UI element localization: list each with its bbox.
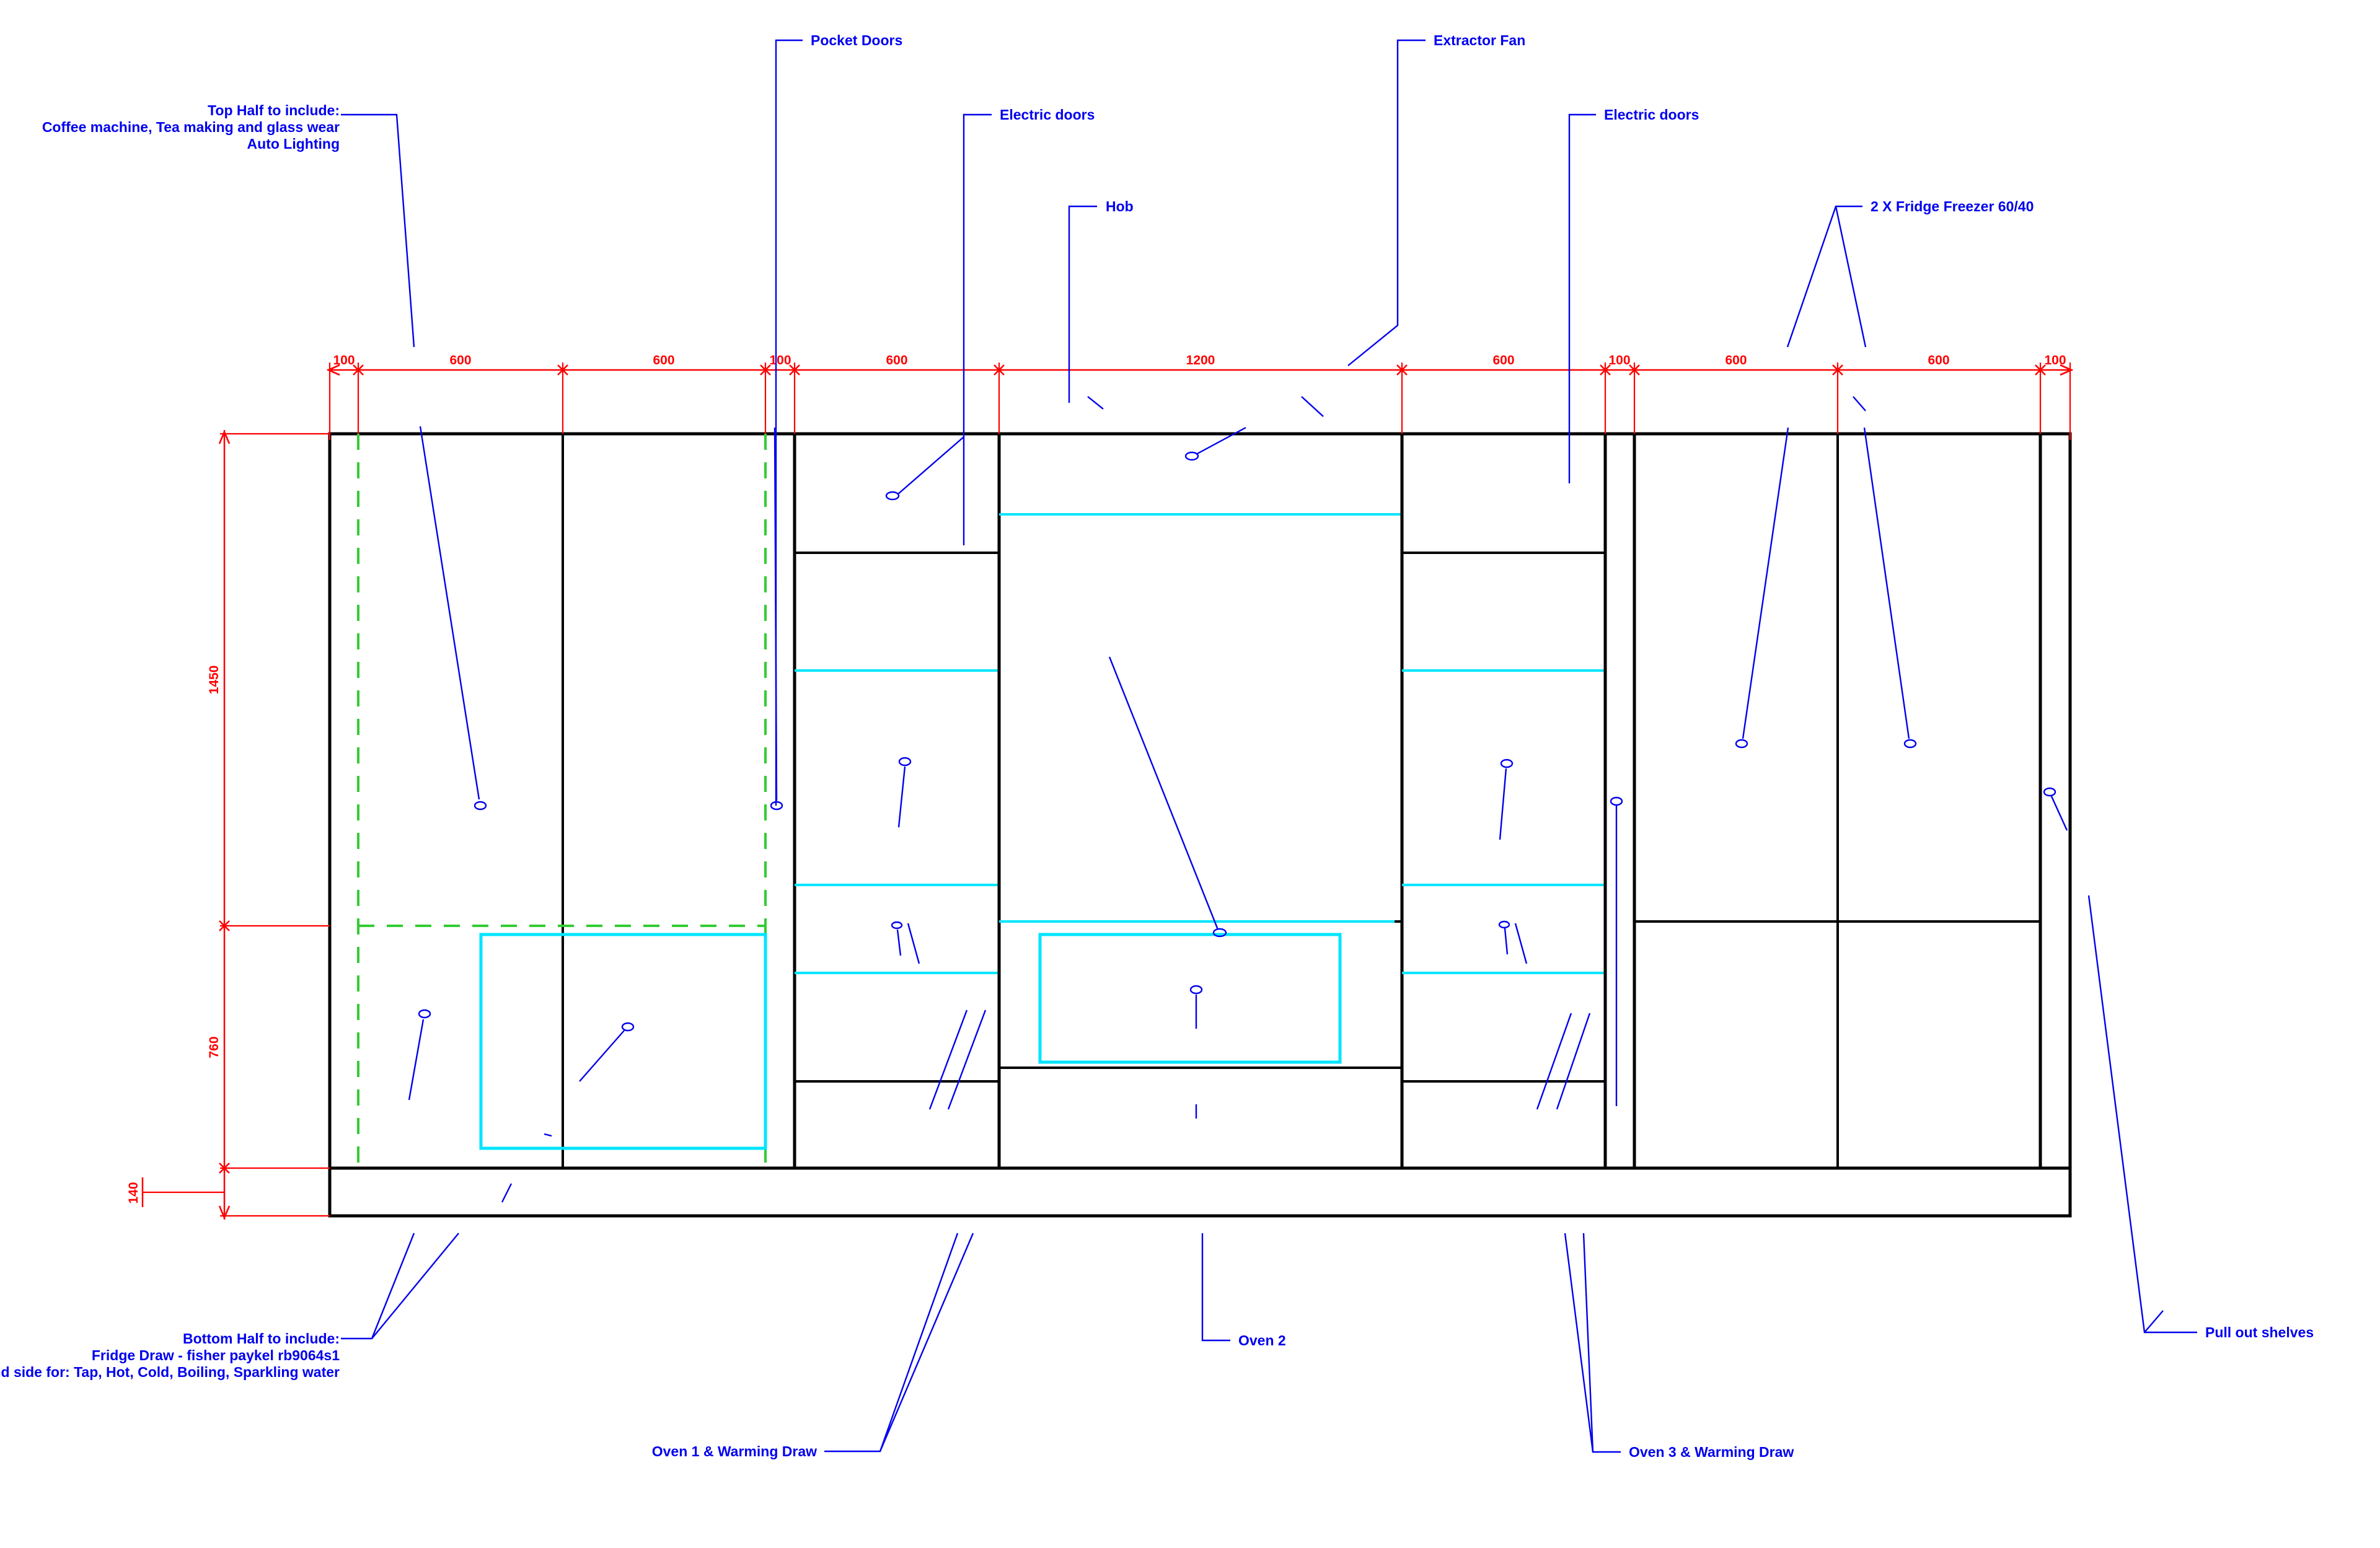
dim-v-0: 1450 <box>207 666 221 695</box>
run-fridge-freezer <box>1634 434 2042 1168</box>
annotation-top-half-line-2: Auto Lighting <box>247 136 340 152</box>
dim-arrow-left <box>326 364 340 376</box>
annotation-oven-2: Oven 2 <box>1238 1332 1286 1348</box>
fridge-draw-appliance <box>479 933 767 1150</box>
leader-extractor-fan <box>1347 39 1426 366</box>
run-oven-stack-left <box>795 434 1001 1168</box>
dim-h-9: 600 <box>1928 353 1949 367</box>
annotation-top-half: Top Half to include: Coffee machine, Tea… <box>42 102 340 152</box>
leader-oven-1-b <box>879 1233 974 1452</box>
dimension-ticks <box>353 364 2046 376</box>
horizontal-dimension-string: 100 600 600 100 600 1200 600 100 600 600… <box>326 353 2074 440</box>
annotation-top-half-line-0: Top Half to include: <box>208 102 340 118</box>
dim-arrow-right <box>2060 364 2074 376</box>
leader-top-half <box>341 113 415 348</box>
plinth-band <box>328 1166 2072 1218</box>
vertical-extension-lines <box>143 433 330 1217</box>
dim-h-7: 100 <box>1608 353 1630 367</box>
annotation-oven-1: Oven 1 & Warming Draw <box>652 1443 817 1459</box>
dim-arrow-top <box>218 429 231 444</box>
dim-v-2: 140 <box>126 1182 141 1203</box>
annotation-electric-doors-right: Electric doors <box>1604 107 1699 123</box>
leader-hob <box>1068 205 1097 403</box>
leader-oven-1-a <box>824 1233 959 1453</box>
vertical-dimension-string: 1450 760 140 <box>126 429 330 1220</box>
annotation-bottom-half-line-1: Fridge Draw - fisher paykel rb9064s1 <box>92 1347 340 1363</box>
leader-oven-3-a <box>1564 1233 1621 1453</box>
dim-h-2: 600 <box>653 353 674 367</box>
leader-pocket-doors <box>775 39 803 806</box>
annotation-bottom-half-line-2: Room around side for: Tap, Hot, Cold, Bo… <box>0 1364 340 1380</box>
leader-electric-doors-left <box>963 113 992 545</box>
annotation-oven-3: Oven 3 & Warming Draw <box>1629 1444 1794 1460</box>
leader-oven-2 <box>1201 1233 1230 1342</box>
leader-pull-out-shelves-a <box>2087 895 2197 1334</box>
oven2-appliance <box>1038 933 1342 1064</box>
leader-oven-3-b <box>1582 1233 1594 1453</box>
cabinet-outer-frame <box>328 432 2072 1170</box>
dim-h-8: 600 <box>1725 353 1747 367</box>
annotation-fridge-freezer: 2 X Fridge Freezer 60/40 <box>1871 198 2034 214</box>
leader-bottom-half-b <box>371 1233 459 1339</box>
dim-h-4: 600 <box>886 353 907 367</box>
annotation-hob: Hob <box>1106 198 1134 214</box>
dim-h-10: 100 <box>2044 353 2066 367</box>
dim-v-1: 760 <box>207 1036 221 1058</box>
annotation-bottom-half-line-0: Bottom Half to include: <box>183 1330 340 1347</box>
dim-h-3: 100 <box>769 353 791 367</box>
leader-pull-out-shelves-b <box>2144 1310 2164 1333</box>
annotation-extractor-fan: Extractor Fan <box>1434 32 1525 48</box>
leader-electric-doors-right <box>1568 113 1596 483</box>
door-handle-leaders <box>408 396 2068 1203</box>
annotation-pull-out-shelves: Pull out shelves <box>2205 1324 2314 1340</box>
leader-bottom-half-a <box>341 1233 415 1340</box>
leader-fridge-freezer-b <box>1835 206 1867 348</box>
annotation-pocket-doors: Pocket Doors <box>811 32 902 48</box>
dim-h-5: 1200 <box>1186 353 1215 367</box>
run-tall-larder-left <box>357 434 796 1168</box>
leader-lines <box>341 39 2197 1453</box>
dimension-extension-lines <box>328 363 2071 440</box>
annotation-text-layer: Top Half to include: Coffee machine, Tea… <box>0 32 2314 1460</box>
dim-arrow-bottom <box>218 1205 231 1220</box>
dim-h-0: 100 <box>333 353 355 367</box>
annotation-top-half-line-1: Coffee machine, Tea making and glass wea… <box>42 119 340 135</box>
vertical-dimension-ticks <box>219 920 230 1174</box>
run-oven-stack-right <box>1402 434 1607 1168</box>
run-hob-centre <box>999 434 1404 1168</box>
dim-h-1: 600 <box>449 353 471 367</box>
dim-h-6: 600 <box>1492 353 1514 367</box>
cabinet-geometry <box>328 432 2072 1218</box>
annotation-bottom-half: Bottom Half to include: Fridge Draw - fi… <box>0 1330 340 1380</box>
annotation-electric-doors-left: Electric doors <box>1000 107 1095 123</box>
